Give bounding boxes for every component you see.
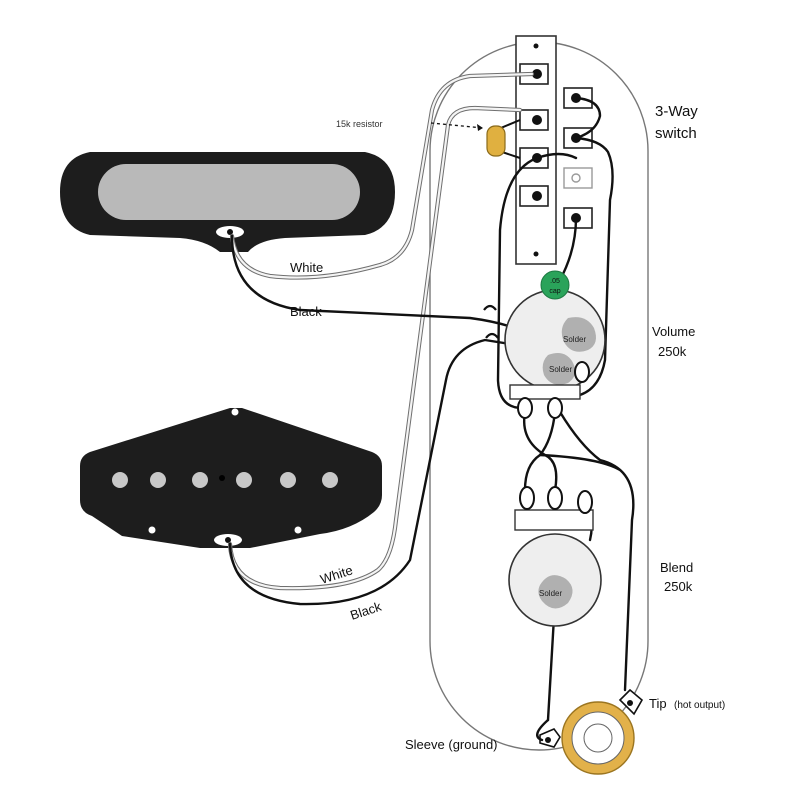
- tip-label: Tip: [649, 696, 667, 711]
- switch-label: switch: [655, 125, 697, 142]
- pot-lug: [517, 397, 533, 419]
- pole-piece: [112, 472, 128, 488]
- sleeve-label: Sleeve (ground): [405, 737, 498, 752]
- solder-label: Solder: [563, 335, 586, 344]
- switch-label: 3-Way: [655, 103, 698, 120]
- black-wires: [228, 96, 635, 722]
- solder-label: Solder: [539, 589, 562, 598]
- resistor-15k: [430, 119, 521, 159]
- resistor-label: 15k resistor: [336, 119, 383, 129]
- svg-text:cap: cap: [549, 288, 560, 295]
- blend-label: Blend: [660, 560, 693, 575]
- bridge-black-label: Black: [348, 599, 383, 623]
- blend-pot: Solder: [508, 486, 602, 627]
- switch-lug-left: [519, 109, 549, 131]
- neck-black-label: Black: [290, 304, 322, 319]
- switch-lug-right: [563, 167, 593, 189]
- neck-pickup: [60, 152, 395, 252]
- pot-lug: [574, 361, 590, 383]
- volume-label: Volume: [652, 324, 695, 339]
- pot-lug: [519, 486, 535, 510]
- volume-pot: Solder Solder: [504, 289, 606, 419]
- pot-lug: [547, 486, 563, 510]
- solder-label: Solder: [549, 365, 572, 374]
- pole-piece: [322, 472, 338, 488]
- switch-lug-right: [563, 207, 593, 229]
- neck-white-label: White: [290, 260, 323, 275]
- pot-lug: [547, 397, 563, 419]
- capacitor: .05 cap: [540, 270, 570, 300]
- white-wires: [227, 71, 535, 591]
- tip-note: (hot output): [674, 700, 725, 711]
- blend-label: 250k: [664, 579, 693, 594]
- bridge-pickup: [80, 408, 382, 548]
- pole-piece: [280, 472, 296, 488]
- output-jack: [536, 688, 644, 775]
- svg-text:.05: .05: [550, 278, 560, 285]
- volume-label: 250k: [658, 344, 687, 359]
- pole-piece: [192, 472, 208, 488]
- neck-pickup-cover: [98, 164, 360, 220]
- pole-piece: [150, 472, 166, 488]
- pot-lug: [577, 490, 593, 514]
- pole-piece: [236, 472, 252, 488]
- switch-lug-left: [519, 185, 549, 207]
